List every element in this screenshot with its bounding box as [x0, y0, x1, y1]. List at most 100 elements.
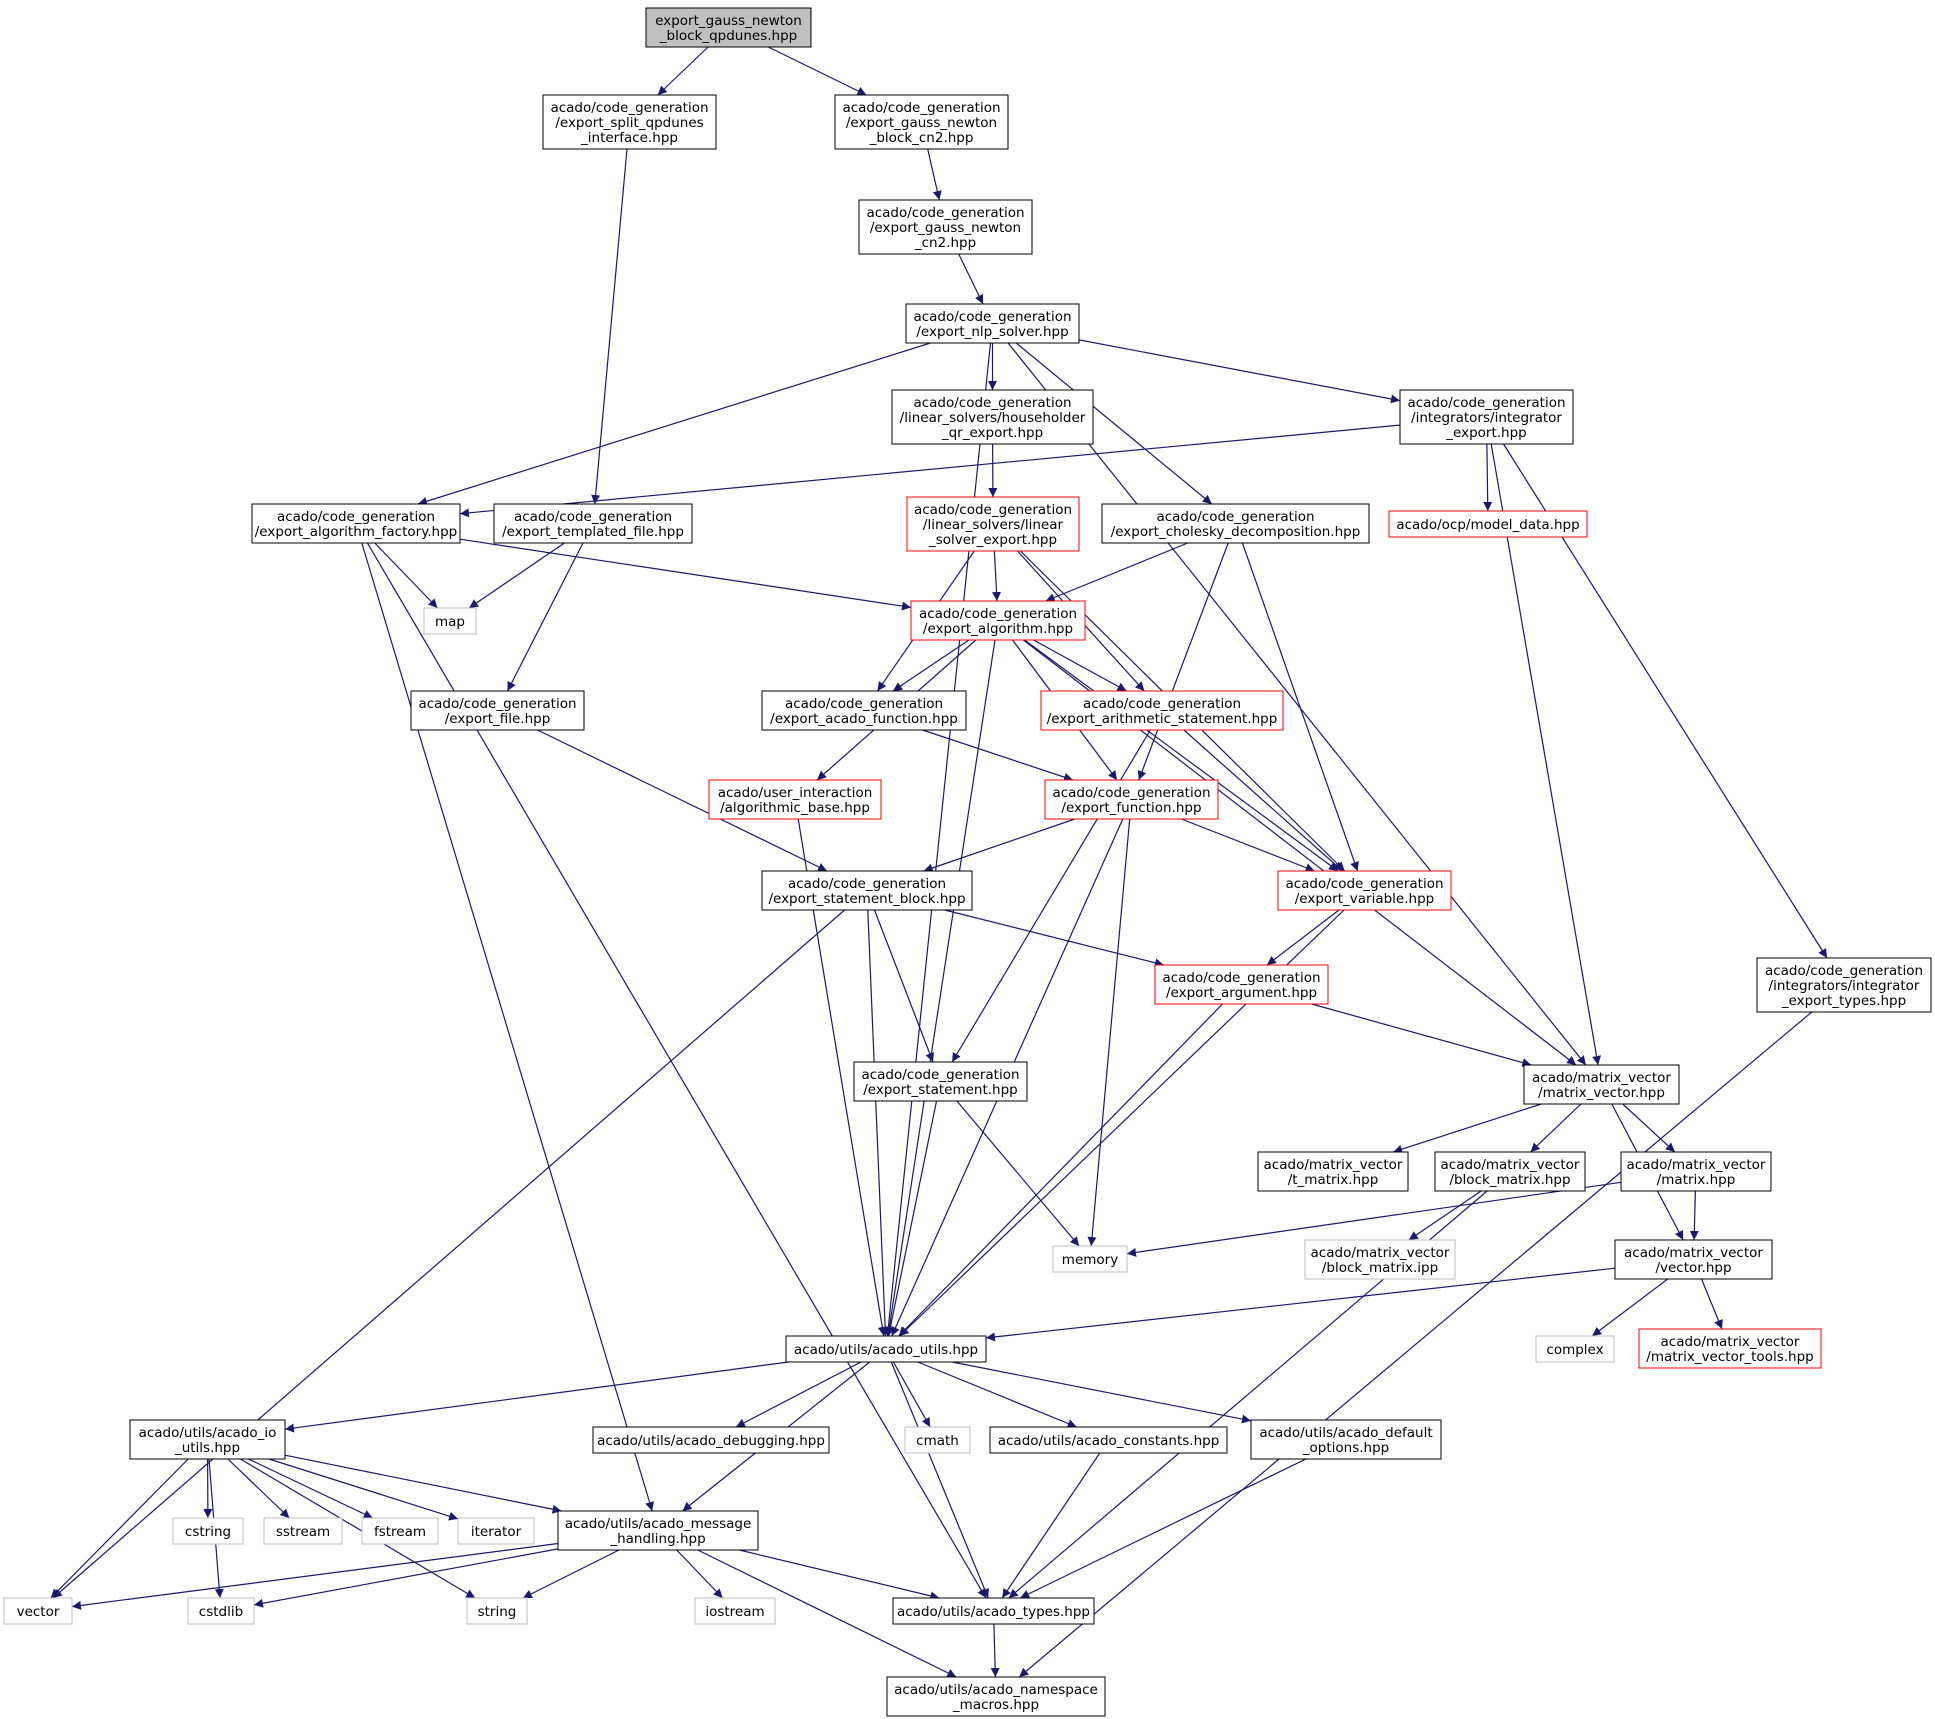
edge-message-handling-to-namespace-macros — [697, 1549, 957, 1678]
node-label-line: /integrators/integrator — [1411, 410, 1562, 426]
node-export-statement[interactable]: acado/code_generation/export_statement.h… — [853, 1061, 1028, 1102]
edge-message-handling-to-std-vector — [71, 1542, 559, 1610]
node-label-line: /algorithmic_base.hpp — [720, 800, 870, 816]
node-box — [493, 503, 693, 544]
node-linear-solver[interactable]: acado/code_generation/linear_solvers/lin… — [906, 496, 1080, 552]
node-export-file[interactable]: acado/code_generation/export_file.hpp — [410, 690, 585, 731]
node-box — [1101, 503, 1370, 544]
node-statement-block[interactable]: acado/code_generation/export_statement_b… — [761, 870, 973, 911]
node-sstream: sstream — [263, 1517, 343, 1545]
edge-message-handling-to-iostream — [676, 1549, 724, 1599]
node-label-line: _qr_export.hpp — [941, 425, 1043, 441]
edge-nlp-solver-to-algorithm-factory — [417, 342, 931, 506]
edge-export-algorithm-to-acado-utils — [884, 639, 996, 1337]
edge-nlp-solver-to-cholesky — [1015, 342, 1213, 505]
node-string: string — [466, 1597, 528, 1625]
node-householder[interactable]: acado/code_generation/linear_solvers/hou… — [891, 389, 1094, 445]
node-templated-file[interactable]: acado/code_generation/export_templated_f… — [493, 503, 693, 544]
node-block-matrix[interactable]: acado/matrix_vector/block_matrix.hpp — [1434, 1151, 1586, 1192]
edge-integrator-export-to-algorithm-factory — [459, 424, 1401, 518]
node-nlp-solver[interactable]: acado/code_generation/export_nlp_solver.… — [905, 303, 1080, 344]
edge-root-to-split-qpdunes — [657, 46, 709, 96]
node-root[interactable]: export_gauss_newton_block_qpdunes.hpp — [645, 7, 812, 48]
node-label-line: memory — [1062, 1252, 1118, 1268]
node-label-line: /export_algorithm_factory.hpp — [255, 524, 458, 540]
node-constants[interactable]: acado/utils/acado_constants.hpp — [989, 1426, 1228, 1454]
node-integrator-types[interactable]: acado/code_generation/integrators/integr… — [1756, 957, 1932, 1013]
node-label-line: acado/code_generation — [913, 395, 1071, 411]
node-label-line: acado/code_generation — [550, 100, 708, 116]
edge-acado-utils-to-acado-types — [890, 1361, 989, 1599]
node-matrix-vector[interactable]: acado/matrix_vector/matrix_vector.hpp — [1523, 1064, 1680, 1105]
node-label-line: cstdlib — [199, 1604, 243, 1620]
node-model-data[interactable]: acado/ocp/model_data.hpp — [1388, 510, 1588, 538]
edge-gn-block-cn2-to-gn-cn2 — [927, 148, 942, 201]
node-algorithm-factory[interactable]: acado/code_generation/export_algorithm_f… — [251, 503, 461, 544]
node-label-line: cmath — [916, 1433, 959, 1449]
node-acado-types[interactable]: acado/utils/acado_types.hpp — [892, 1597, 1095, 1625]
node-t-matrix[interactable]: acado/matrix_vector/t_matrix.hpp — [1257, 1151, 1409, 1192]
edge-integrator-export-to-matrix-vector — [1490, 443, 1602, 1066]
edge-acado-types-to-namespace-macros — [990, 1623, 1000, 1678]
node-box — [410, 690, 585, 731]
node-export-variable[interactable]: acado/code_generation/export_variable.hp… — [1277, 870, 1452, 911]
node-mv-tools[interactable]: acado/matrix_vector/matrix_vector_tools.… — [1638, 1328, 1822, 1369]
edge-export-algorithm-to-acado-function — [892, 639, 970, 692]
edge-io-utils-to-iterator — [268, 1458, 459, 1521]
edge-acado-function-to-export-function — [922, 729, 1074, 782]
node-label-line: acado/utils/acado_message — [565, 1516, 752, 1532]
node-vector[interactable]: acado/matrix_vector/vector.hpp — [1614, 1239, 1773, 1280]
node-export-function[interactable]: acado/code_generation/export_function.hp… — [1044, 779, 1219, 820]
node-box — [1250, 1419, 1442, 1460]
node-export-algorithm[interactable]: acado/code_generation/export_algorithm.h… — [910, 600, 1086, 641]
edge-integrator-types-to-namespace-macros — [1018, 1011, 1813, 1678]
node-box — [457, 1517, 535, 1545]
edge-acado-utils-to-cmath — [892, 1361, 931, 1428]
node-label-line: acado/code_generation — [788, 876, 946, 892]
edge-statement-block-to-std-vector — [52, 909, 845, 1599]
node-label-line: acado/utils/acado_constants.hpp — [998, 1433, 1220, 1449]
node-memory: memory — [1052, 1245, 1128, 1273]
node-label-line: /t_matrix.hpp — [1288, 1172, 1379, 1188]
edge-matrix-vector-to-block-matrix — [1530, 1103, 1582, 1153]
node-cholesky[interactable]: acado/code_generation/export_cholesky_de… — [1101, 503, 1370, 544]
node-label-line: iterator — [471, 1524, 522, 1540]
node-label-line: acado/code_generation — [866, 205, 1024, 221]
node-message-handling[interactable]: acado/utils/acado_message_handling.hpp — [557, 1510, 759, 1551]
node-label-line: _cn2.hpp — [914, 235, 976, 251]
node-box — [466, 1597, 528, 1625]
node-default-options[interactable]: acado/utils/acado_default_options.hpp — [1250, 1419, 1442, 1460]
edge-io-utils-to-std-vector — [50, 1458, 189, 1599]
node-label-line: acado/code_generation — [1285, 876, 1443, 892]
node-algorithmic-base[interactable]: acado/user_interaction/algorithmic_base.… — [708, 779, 882, 820]
node-box — [251, 503, 461, 544]
edge-export-variable-to-export-argument — [1266, 909, 1340, 966]
node-box — [1277, 870, 1452, 911]
node-split-qpdunes[interactable]: acado/code_generation/export_split_qpdun… — [542, 94, 717, 150]
node-export-argument[interactable]: acado/code_generation/export_argument.hp… — [1154, 964, 1329, 1005]
edge-statement-block-to-export-statement — [873, 909, 934, 1063]
node-namespace-macros[interactable]: acado/utils/acado_namespace_macros.hpp — [886, 1676, 1106, 1717]
edge-message-handling-to-string — [522, 1549, 620, 1599]
edge-vector-to-acado-utils — [985, 1267, 1616, 1342]
node-arithmetic[interactable]: acado/code_generation/export_arithmetic_… — [1040, 690, 1284, 731]
node-gn-cn2[interactable]: acado/code_generation/export_gauss_newto… — [858, 199, 1033, 255]
node-std-vector: vector — [3, 1597, 73, 1625]
node-acado-utils[interactable]: acado/utils/acado_utils.hpp — [785, 1335, 987, 1363]
edge-io-utils-to-sstream — [227, 1458, 290, 1519]
node-box — [858, 199, 1033, 255]
node-label-line: map — [435, 614, 465, 630]
edge-acado-utils-to-constants — [917, 1361, 1077, 1428]
node-acado-function[interactable]: acado/code_generation/export_acado_funct… — [761, 690, 967, 731]
node-label-line: acado/user_interaction — [718, 785, 873, 801]
node-debugging[interactable]: acado/utils/acado_debugging.hpp — [592, 1426, 830, 1454]
node-gn-block-cn2[interactable]: acado/code_generation/export_gauss_newto… — [834, 94, 1009, 150]
node-integrator-export[interactable]: acado/code_generation/integrators/integr… — [1399, 389, 1574, 445]
node-label-line: export_gauss_newton — [655, 13, 802, 29]
edge-acado-utils-to-debugging — [735, 1361, 862, 1428]
node-io-utils[interactable]: acado/utils/acado_io_utils.hpp — [129, 1419, 286, 1460]
node-box — [1535, 1335, 1615, 1363]
node-iostream: iostream — [694, 1597, 776, 1625]
edge-linear-solver-to-export-algorithm — [992, 550, 1002, 602]
node-matrix[interactable]: acado/matrix_vector/matrix.hpp — [1620, 1151, 1772, 1192]
